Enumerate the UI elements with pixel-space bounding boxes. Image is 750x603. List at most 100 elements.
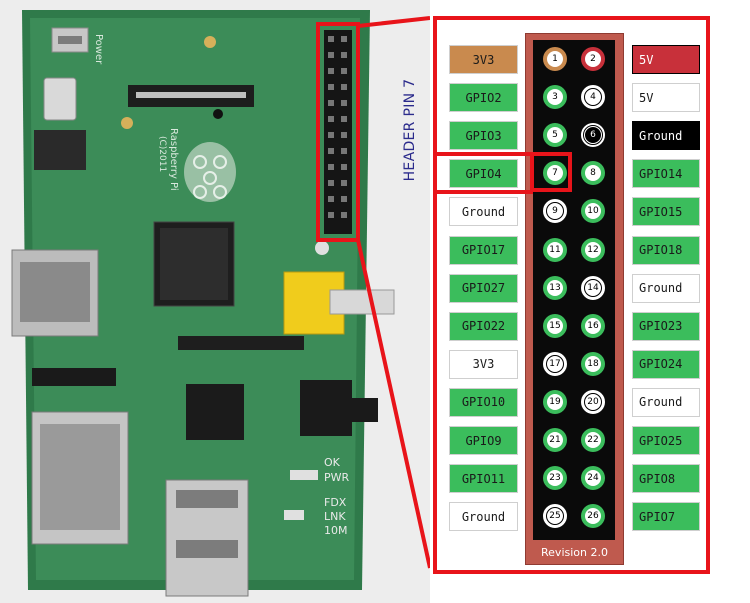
pin-label-left: Ground — [449, 197, 518, 227]
pin-number: 1 — [547, 51, 563, 67]
pin-label-left: GPIO27 — [449, 273, 518, 303]
pin-label-right: Ground — [632, 387, 700, 417]
p5-header — [178, 336, 304, 350]
capacitor — [43, 77, 77, 121]
pin-number: 22 — [585, 432, 601, 448]
led-fdx-label: FDX — [324, 496, 347, 509]
pin-label-right: GPIO18 — [632, 235, 700, 265]
revision-label: Revision 2.0 — [541, 546, 608, 559]
pin-number: 24 — [585, 470, 601, 487]
pin-label-right: GPIO8 — [632, 464, 700, 494]
pin-number: 21 — [547, 432, 563, 448]
led-ok-label: OK — [324, 456, 341, 469]
pin-number: 5 — [547, 127, 563, 144]
pin-number: 6 — [584, 126, 602, 145]
pin-label-right: 5V — [632, 45, 700, 74]
header-pin: 6 — [581, 123, 605, 148]
pin-number: 19 — [547, 393, 563, 410]
pin-label-left: Ground — [449, 502, 518, 532]
pin-number: 11 — [547, 241, 563, 258]
pin-number: 26 — [585, 508, 601, 525]
header-pin: 14 — [581, 275, 605, 300]
pin-label-right: GPIO15 — [632, 197, 700, 227]
header-pin: 23 — [543, 466, 567, 491]
pin-label-left: GPIO2 — [449, 83, 518, 113]
header-pin: 16 — [581, 313, 605, 338]
header-pin: 19 — [543, 389, 567, 414]
pin-label-left: GPIO3 — [449, 121, 518, 151]
pin-label-left: GPIO22 — [449, 311, 518, 341]
audio-jack — [300, 380, 352, 436]
header-pin: 4 — [581, 85, 605, 110]
pin-label-right: Ground — [632, 121, 700, 151]
pin-label-right: GPIO24 — [632, 349, 700, 379]
header-pin: 26 — [581, 504, 605, 529]
pin-number: 4 — [584, 88, 602, 107]
header-pin: 5 — [543, 123, 567, 148]
pin-number: 9 — [546, 202, 564, 221]
pin-label-left: GPIO10 — [449, 387, 518, 417]
raspberry-logo — [184, 142, 236, 202]
led-10m-label: 10M — [324, 524, 348, 537]
pin-number: 25 — [546, 507, 564, 526]
header-pin: 20 — [581, 389, 605, 414]
pin-number: 20 — [584, 392, 602, 411]
pin-label-right: 5V — [632, 83, 700, 113]
pin-number: 13 — [547, 279, 563, 296]
pin-label-right: GPIO7 — [632, 502, 700, 532]
pin-number: 10 — [585, 203, 601, 220]
header-pin: 11 — [543, 237, 567, 262]
led-lnk-label: LNK — [324, 510, 346, 523]
zoom-connector-top — [357, 16, 430, 28]
pin-label-right: GPIO25 — [632, 426, 700, 455]
pin-number: 17 — [546, 354, 564, 373]
pin7-highlight-box — [530, 152, 572, 192]
header-pin: 3 — [543, 85, 567, 110]
header-pin: 15 — [543, 313, 567, 338]
pin-label-left: GPIO17 — [449, 235, 518, 265]
pin-label-right: Ground — [632, 273, 700, 303]
header-pin-label: HEADER PIN 7 — [395, 70, 435, 270]
pin-number: 7 — [547, 165, 563, 182]
pin-number: 23 — [547, 470, 563, 487]
header-pin: 18 — [581, 351, 605, 376]
header-pin: 21 — [543, 428, 567, 452]
pin-number: 2 — [585, 51, 601, 67]
header-pin: 24 — [581, 466, 605, 491]
power-label: Power — [93, 34, 104, 65]
pin-number: 3 — [547, 89, 563, 106]
header-pin: 13 — [543, 275, 567, 300]
header-pin: 1 — [543, 47, 567, 71]
board-name-text: Raspberry Pi — [168, 128, 179, 191]
header-pin: 17 — [543, 351, 567, 376]
pin-number: 16 — [585, 317, 601, 334]
header-pin: 2 — [581, 47, 605, 71]
pin-number: 14 — [584, 278, 602, 297]
header-pin: 25 — [543, 504, 567, 529]
pin-number: 15 — [547, 317, 563, 334]
header-pin: 8 — [581, 161, 605, 186]
pin-label-left: GPIO9 — [449, 426, 518, 455]
header-pin: 12 — [581, 237, 605, 262]
header-pin-label-text: HEADER PIN 7 — [402, 78, 418, 182]
pin-number: 12 — [585, 241, 601, 258]
pin-label-right: GPIO14 — [632, 159, 700, 189]
pin-label-right: GPIO23 — [632, 311, 700, 341]
header-pin: 22 — [581, 428, 605, 452]
pin-label-left: GPIO4 — [449, 159, 518, 189]
pin-label-left: 3V3 — [449, 45, 518, 74]
pin-number: 8 — [585, 165, 601, 182]
header-pin: 7 — [543, 161, 567, 186]
pin-label-left: 3V3 — [449, 349, 518, 379]
regulator-chip — [34, 130, 86, 170]
led-pwr-label: PWR — [324, 471, 350, 484]
gpio-header-highlight — [316, 22, 360, 242]
dsi-connector — [32, 368, 116, 386]
lan-chip — [186, 384, 244, 440]
pin-number: 18 — [585, 355, 601, 372]
header-pin: 10 — [581, 199, 605, 224]
zoom-connector-bottom — [356, 239, 430, 569]
header-pin: 9 — [543, 199, 567, 224]
raspberry-pi-board-photo: Raspberry Pi (C)2011 Power OK PWR FDX LN… — [0, 0, 430, 603]
pin-label-left: GPIO11 — [449, 464, 518, 494]
